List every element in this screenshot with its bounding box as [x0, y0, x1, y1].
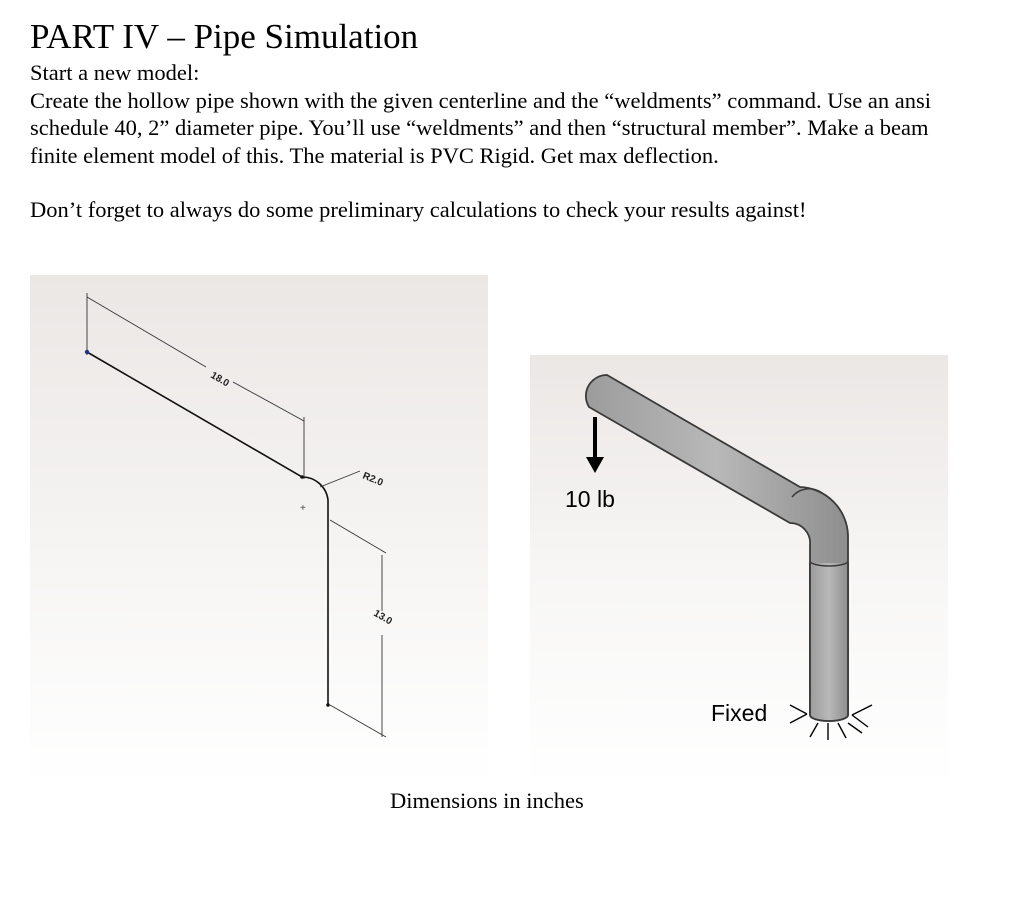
page-title: PART IV – Pipe Simulation: [30, 17, 419, 56]
dimension-vertical-length: [329, 519, 387, 738]
model-background: [530, 355, 948, 785]
support-label: Fixed: [711, 700, 767, 726]
centerline-end-point: [326, 703, 330, 707]
fixed-support-symbol: [789, 704, 873, 740]
pipe-body: [584, 374, 849, 722]
instruction-main: Create the hollow pipe shown with the gi…: [30, 87, 931, 168]
load-label: 10 lb: [565, 486, 615, 512]
instruction-reminder: Don’t forget to always do some prelimina…: [30, 197, 807, 222]
dimension-horizontal-length: [86, 293, 305, 479]
load-arrow: [586, 417, 604, 473]
pipe-model: 10 lb Fixed: [530, 355, 948, 785]
figure-caption: Dimensions in inches: [390, 788, 584, 813]
sketch-background: [30, 275, 488, 785]
arc-start-point: [300, 475, 304, 479]
centerline-sketch: + 18.0 R2.0 13.0: [30, 275, 488, 785]
dimension-radius: [319, 470, 361, 488]
instructions: Start a new model: Create the hollow pip…: [30, 59, 970, 224]
arc-center-mark: +: [300, 503, 306, 514]
instruction-intro: Start a new model:: [30, 60, 200, 85]
